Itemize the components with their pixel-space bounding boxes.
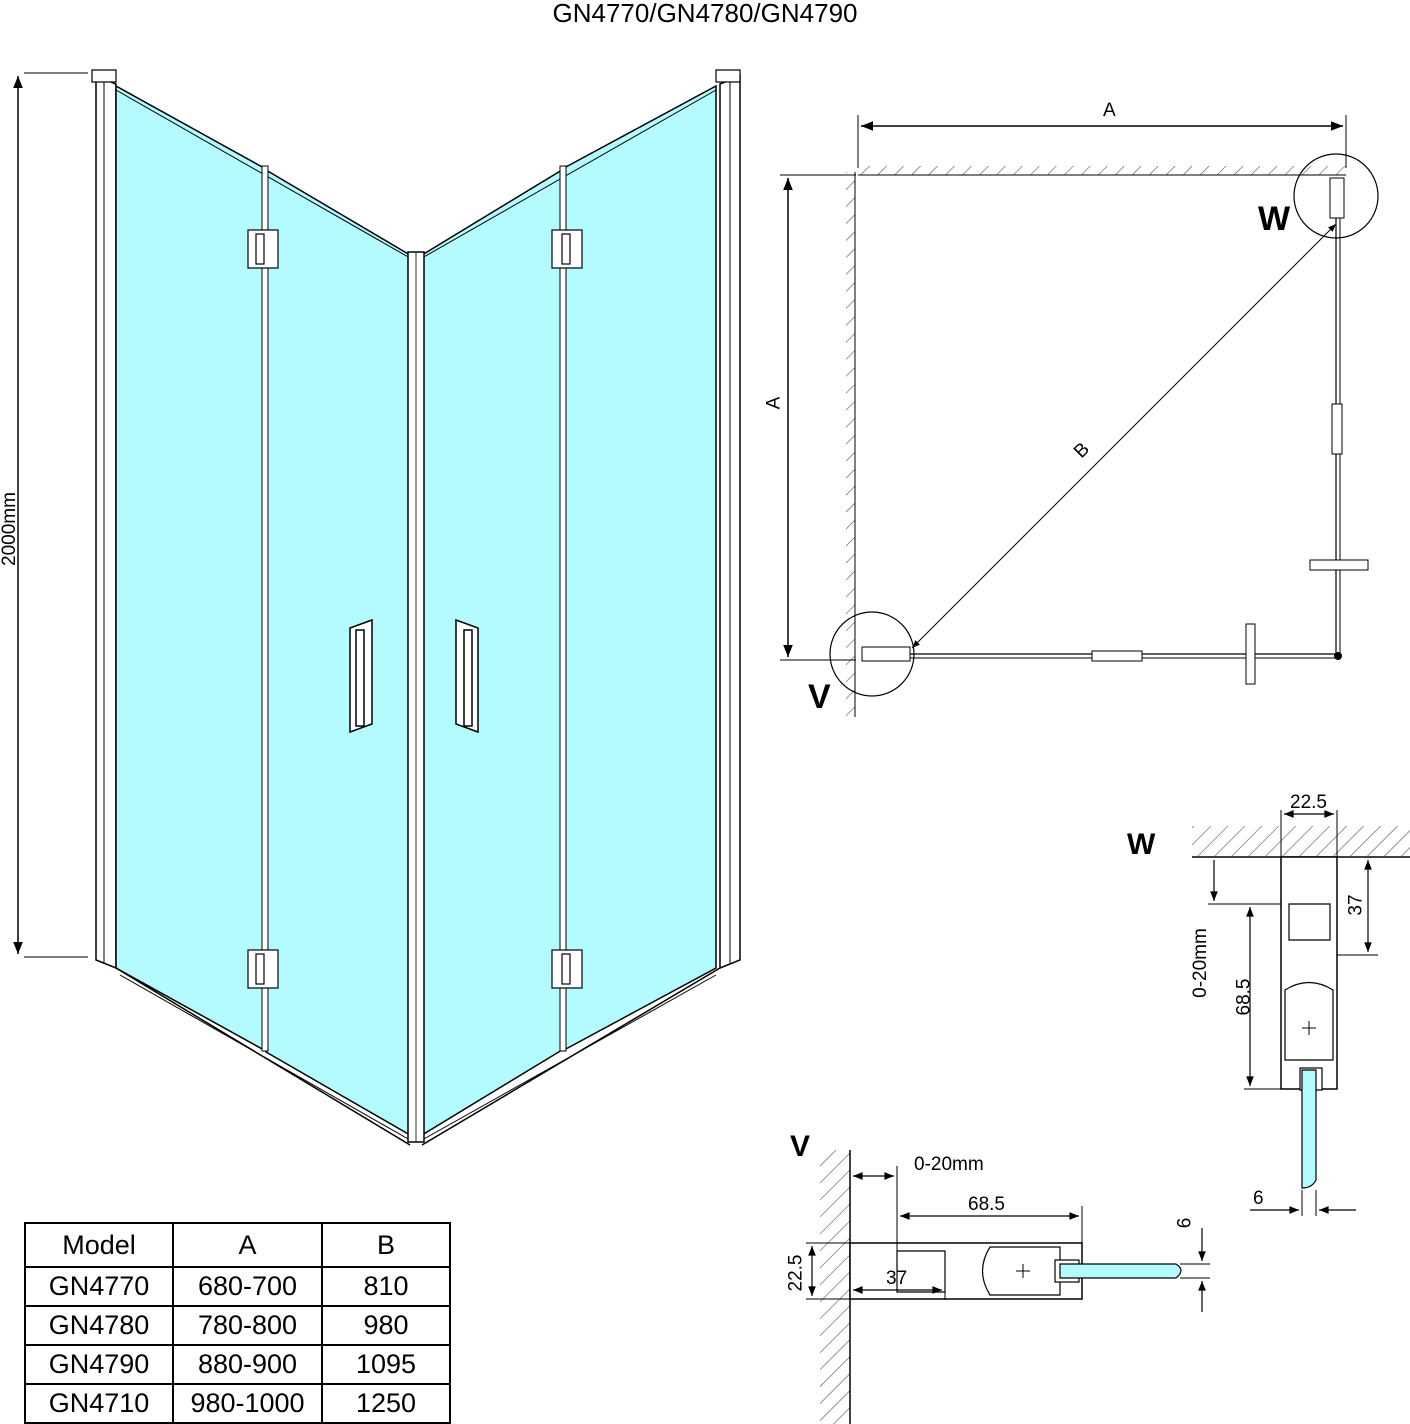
table-cell-model: GN4790	[24, 1344, 174, 1385]
detail-w-adjust-label: 0-20mm	[1189, 928, 1211, 998]
detail-circle-v	[829, 611, 915, 697]
door-handle	[349, 618, 479, 734]
table-row: GN4770 680-700 810	[24, 1266, 451, 1307]
detail-v-width-label: 22.5	[785, 1254, 807, 1292]
detail-circle-w	[1293, 153, 1379, 239]
left-door-glass	[265, 168, 411, 1137]
table-header-b: B	[321, 1222, 451, 1268]
table-cell-model: GN4710	[24, 1383, 174, 1424]
table-cell-b: 980	[321, 1305, 451, 1346]
table-cell-a: 980-1000	[172, 1383, 323, 1424]
table-cell-a: 780-800	[172, 1305, 323, 1346]
table-header-model: Model	[24, 1222, 174, 1268]
hinge	[247, 229, 583, 989]
table-cell-model: GN4770	[24, 1266, 174, 1307]
detail-w-glass-label: 6	[1253, 1188, 1264, 1209]
plan-detail-v-label: V	[808, 678, 831, 716]
detail-v-37-label: 37	[886, 1268, 908, 1289]
table-header-row: Model A B	[24, 1222, 451, 1268]
plan-dim-a-side-label: A	[763, 396, 785, 410]
table-cell-model: GN4780	[24, 1305, 174, 1346]
table-row: GN4710 980-1000 1250	[24, 1383, 451, 1424]
detail-w-section	[1192, 810, 1410, 1216]
drawing-title: GN4770/GN4780/GN4790	[552, 0, 858, 28]
detail-v-685-label: 68.5	[968, 1194, 1005, 1215]
detail-w-37-label: 37	[1345, 894, 1367, 916]
detail-w-685-label: 68.5	[1233, 978, 1255, 1016]
left-fixed-glass	[115, 84, 265, 1052]
detail-v-title: V	[790, 1130, 811, 1163]
right-door-glass	[421, 168, 563, 1137]
plan-dim-a-top-label: A	[1103, 100, 1116, 121]
right-fixed-glass	[563, 84, 717, 1052]
table-header-a: A	[172, 1222, 323, 1268]
detail-v-section	[806, 1150, 1210, 1424]
detail-v-glass-label: 6	[1174, 1217, 1196, 1229]
table-row: GN4780 780-800 980	[24, 1305, 451, 1346]
dimension-b-diagonal	[911, 223, 1337, 649]
shower-perspective	[13, 69, 741, 1146]
table-cell-b: 810	[321, 1266, 451, 1307]
detail-w-width-label: 22.5	[1290, 792, 1327, 813]
table-cell-b: 1095	[321, 1344, 451, 1385]
table-row: GN4790 880-900 1095	[24, 1344, 451, 1385]
detail-w-title: W	[1127, 828, 1156, 861]
table-cell-a: 880-900	[172, 1344, 323, 1385]
table-cell-b: 1250	[321, 1383, 451, 1424]
plan-detail-w-label: W	[1258, 200, 1291, 238]
height-label: 2000mm	[0, 492, 20, 566]
detail-v-adjust-label: 0-20mm	[914, 1154, 984, 1175]
plan-view	[780, 115, 1379, 717]
table-cell-a: 680-700	[172, 1266, 323, 1307]
model-dimensions-table: Model A B GN4770 680-700 810 GN4780 780-…	[24, 1222, 451, 1424]
